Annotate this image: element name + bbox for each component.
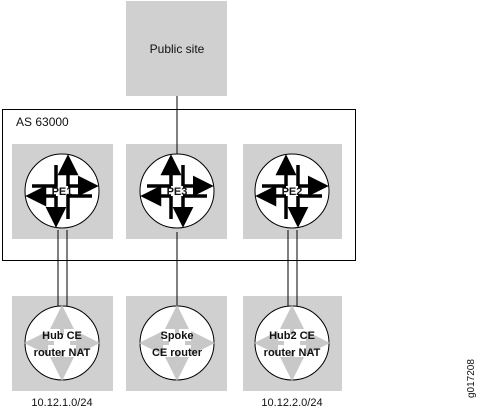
- pe1-label: PE1: [52, 186, 73, 198]
- pe1-router-icon: [24, 153, 100, 229]
- hub2-ce-line2: router NAT: [264, 347, 321, 359]
- hub-ce-line2: router NAT: [34, 347, 91, 359]
- as-boundary: [2, 109, 356, 261]
- public-site-label: Public site: [150, 42, 205, 56]
- hub2-ce-line1: Hub2 CE: [269, 330, 315, 342]
- spoke-ce-line2: CE router: [152, 347, 203, 359]
- spoke-ce-line1: Spoke: [160, 330, 193, 342]
- hub-ce-subnet: 10.12.1.0/24: [31, 397, 92, 409]
- pe2-label: PE2: [282, 186, 303, 198]
- as-label: AS 63000: [16, 115, 69, 129]
- figure-id: g017208: [466, 359, 477, 398]
- pe3-label: PE3: [167, 186, 188, 198]
- hub2-ce-subnet: 10.12.2.0/24: [261, 397, 322, 409]
- pe3-router-icon: [139, 153, 215, 229]
- hub2-ce-router-icon: [254, 305, 330, 381]
- public-site-box: [126, 1, 227, 96]
- pe2-router-icon: [254, 153, 330, 229]
- hub-ce-router-icon: [24, 305, 100, 381]
- spoke-ce-router-icon: [139, 305, 215, 381]
- hub-ce-line1: Hub CE: [42, 330, 82, 342]
